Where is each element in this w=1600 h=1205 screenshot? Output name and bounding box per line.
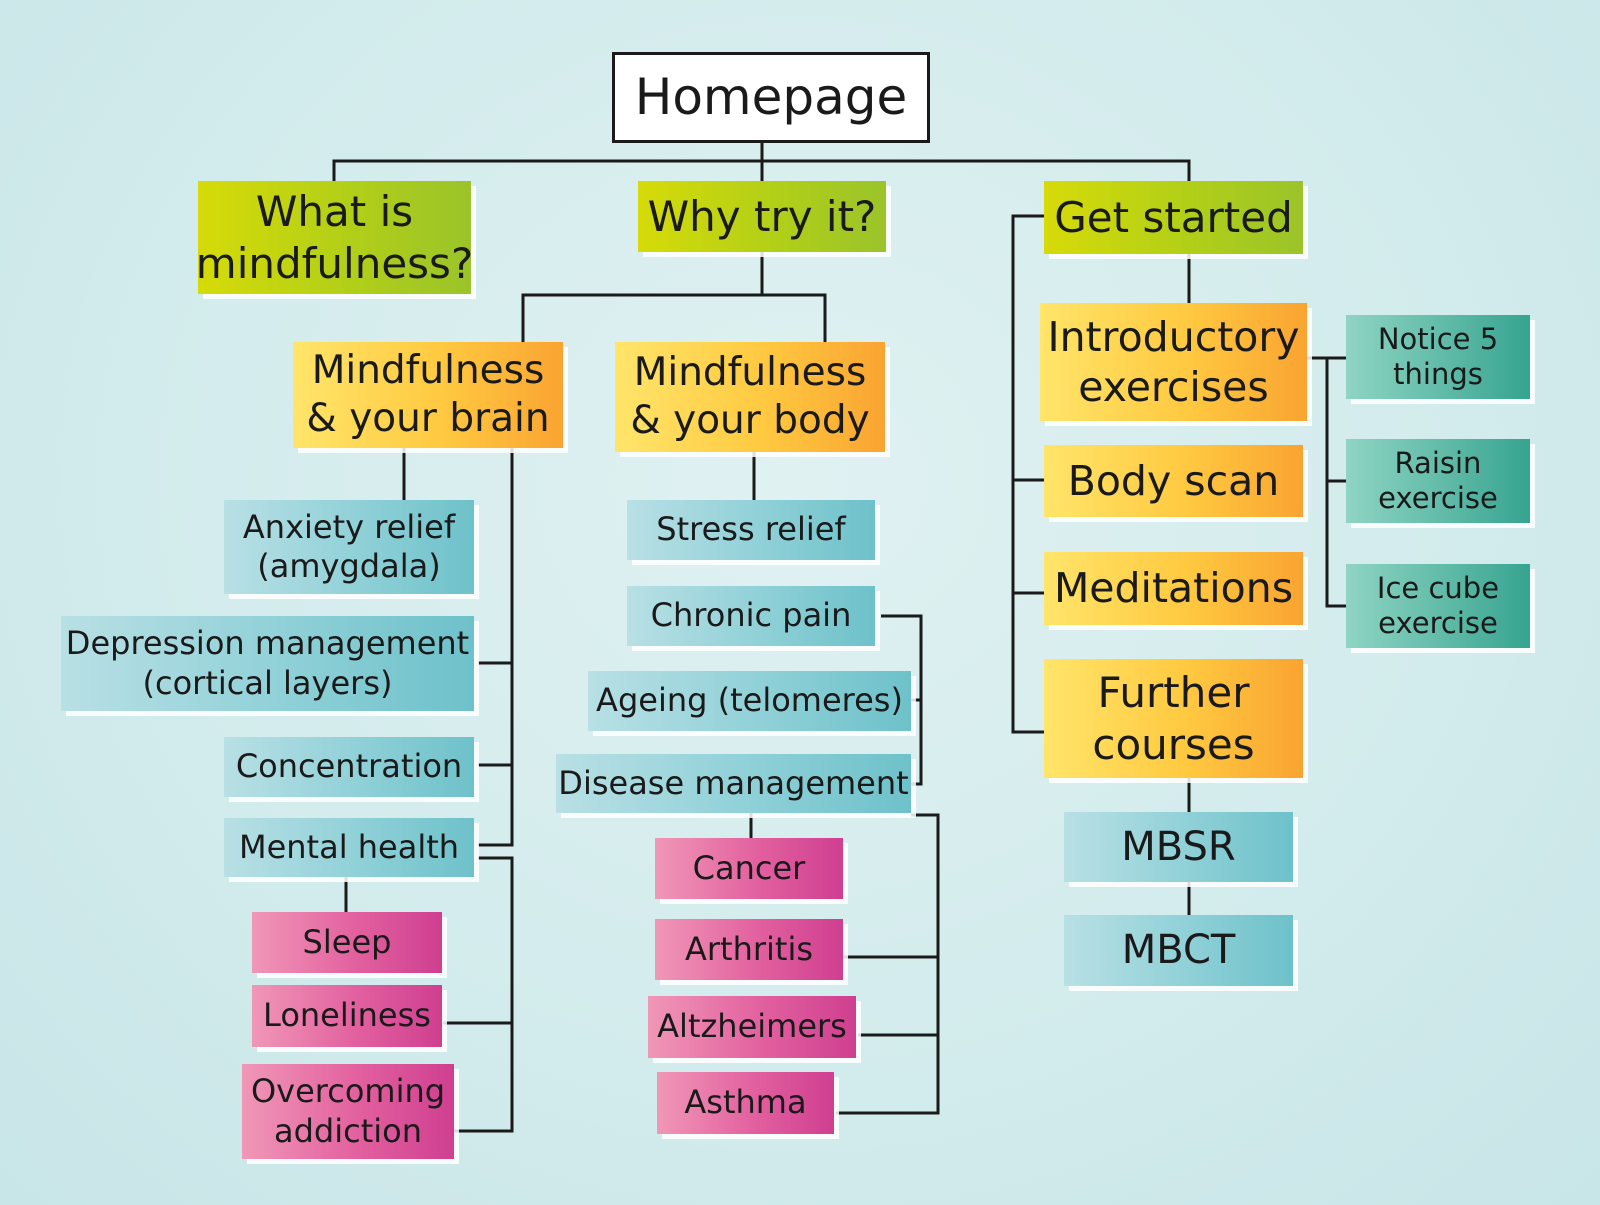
stress-relief-node[interactable]: Stress relief bbox=[627, 500, 875, 560]
introductory-exercises-node[interactable]: Introductory exercises bbox=[1040, 303, 1307, 421]
depression-management-node[interactable]: Depression management (cortical layers) bbox=[61, 616, 474, 711]
mbsr-node[interactable]: MBSR bbox=[1064, 812, 1293, 882]
anxiety-relief-node[interactable]: Anxiety relief (amygdala) bbox=[224, 500, 474, 594]
raisin-exercise-node[interactable]: Raisin exercise bbox=[1346, 439, 1530, 523]
further-courses-node[interactable]: Further courses bbox=[1044, 659, 1303, 778]
arthritis-node[interactable]: Arthritis bbox=[655, 919, 843, 980]
ice-cube-exercise-node[interactable]: Ice cube exercise bbox=[1346, 564, 1530, 648]
body-scan-node[interactable]: Body scan bbox=[1044, 445, 1303, 517]
homepage-node[interactable]: Homepage bbox=[612, 52, 930, 143]
why-try-it-node[interactable]: Why try it? bbox=[638, 181, 886, 252]
ageing-node[interactable]: Ageing (telomeres) bbox=[588, 671, 911, 731]
get-started-node[interactable]: Get started bbox=[1044, 181, 1303, 254]
mindfulness-body-node[interactable]: Mindfulness & your body bbox=[615, 342, 885, 452]
disease-management-node[interactable]: Disease management bbox=[556, 754, 911, 813]
asthma-node[interactable]: Asthma bbox=[657, 1072, 834, 1134]
sleep-node[interactable]: Sleep bbox=[252, 912, 442, 973]
overcoming-addiction-node[interactable]: Overcoming addiction bbox=[242, 1064, 454, 1159]
mindfulness-brain-node[interactable]: Mindfulness & your brain bbox=[293, 342, 563, 448]
what-is-mindfulness-node[interactable]: What is mindfulness? bbox=[196, 181, 473, 294]
notice-5-things-node[interactable]: Notice 5 things bbox=[1346, 315, 1530, 399]
meditations-node[interactable]: Meditations bbox=[1044, 552, 1303, 625]
mental-health-node[interactable]: Mental health bbox=[224, 818, 474, 877]
chronic-pain-node[interactable]: Chronic pain bbox=[627, 586, 875, 646]
cancer-node[interactable]: Cancer bbox=[655, 838, 843, 899]
loneliness-node[interactable]: Loneliness bbox=[252, 985, 442, 1047]
mbct-node[interactable]: MBCT bbox=[1064, 915, 1293, 986]
alzheimers-node[interactable]: Altzheimers bbox=[648, 996, 856, 1058]
concentration-node[interactable]: Concentration bbox=[224, 737, 474, 797]
